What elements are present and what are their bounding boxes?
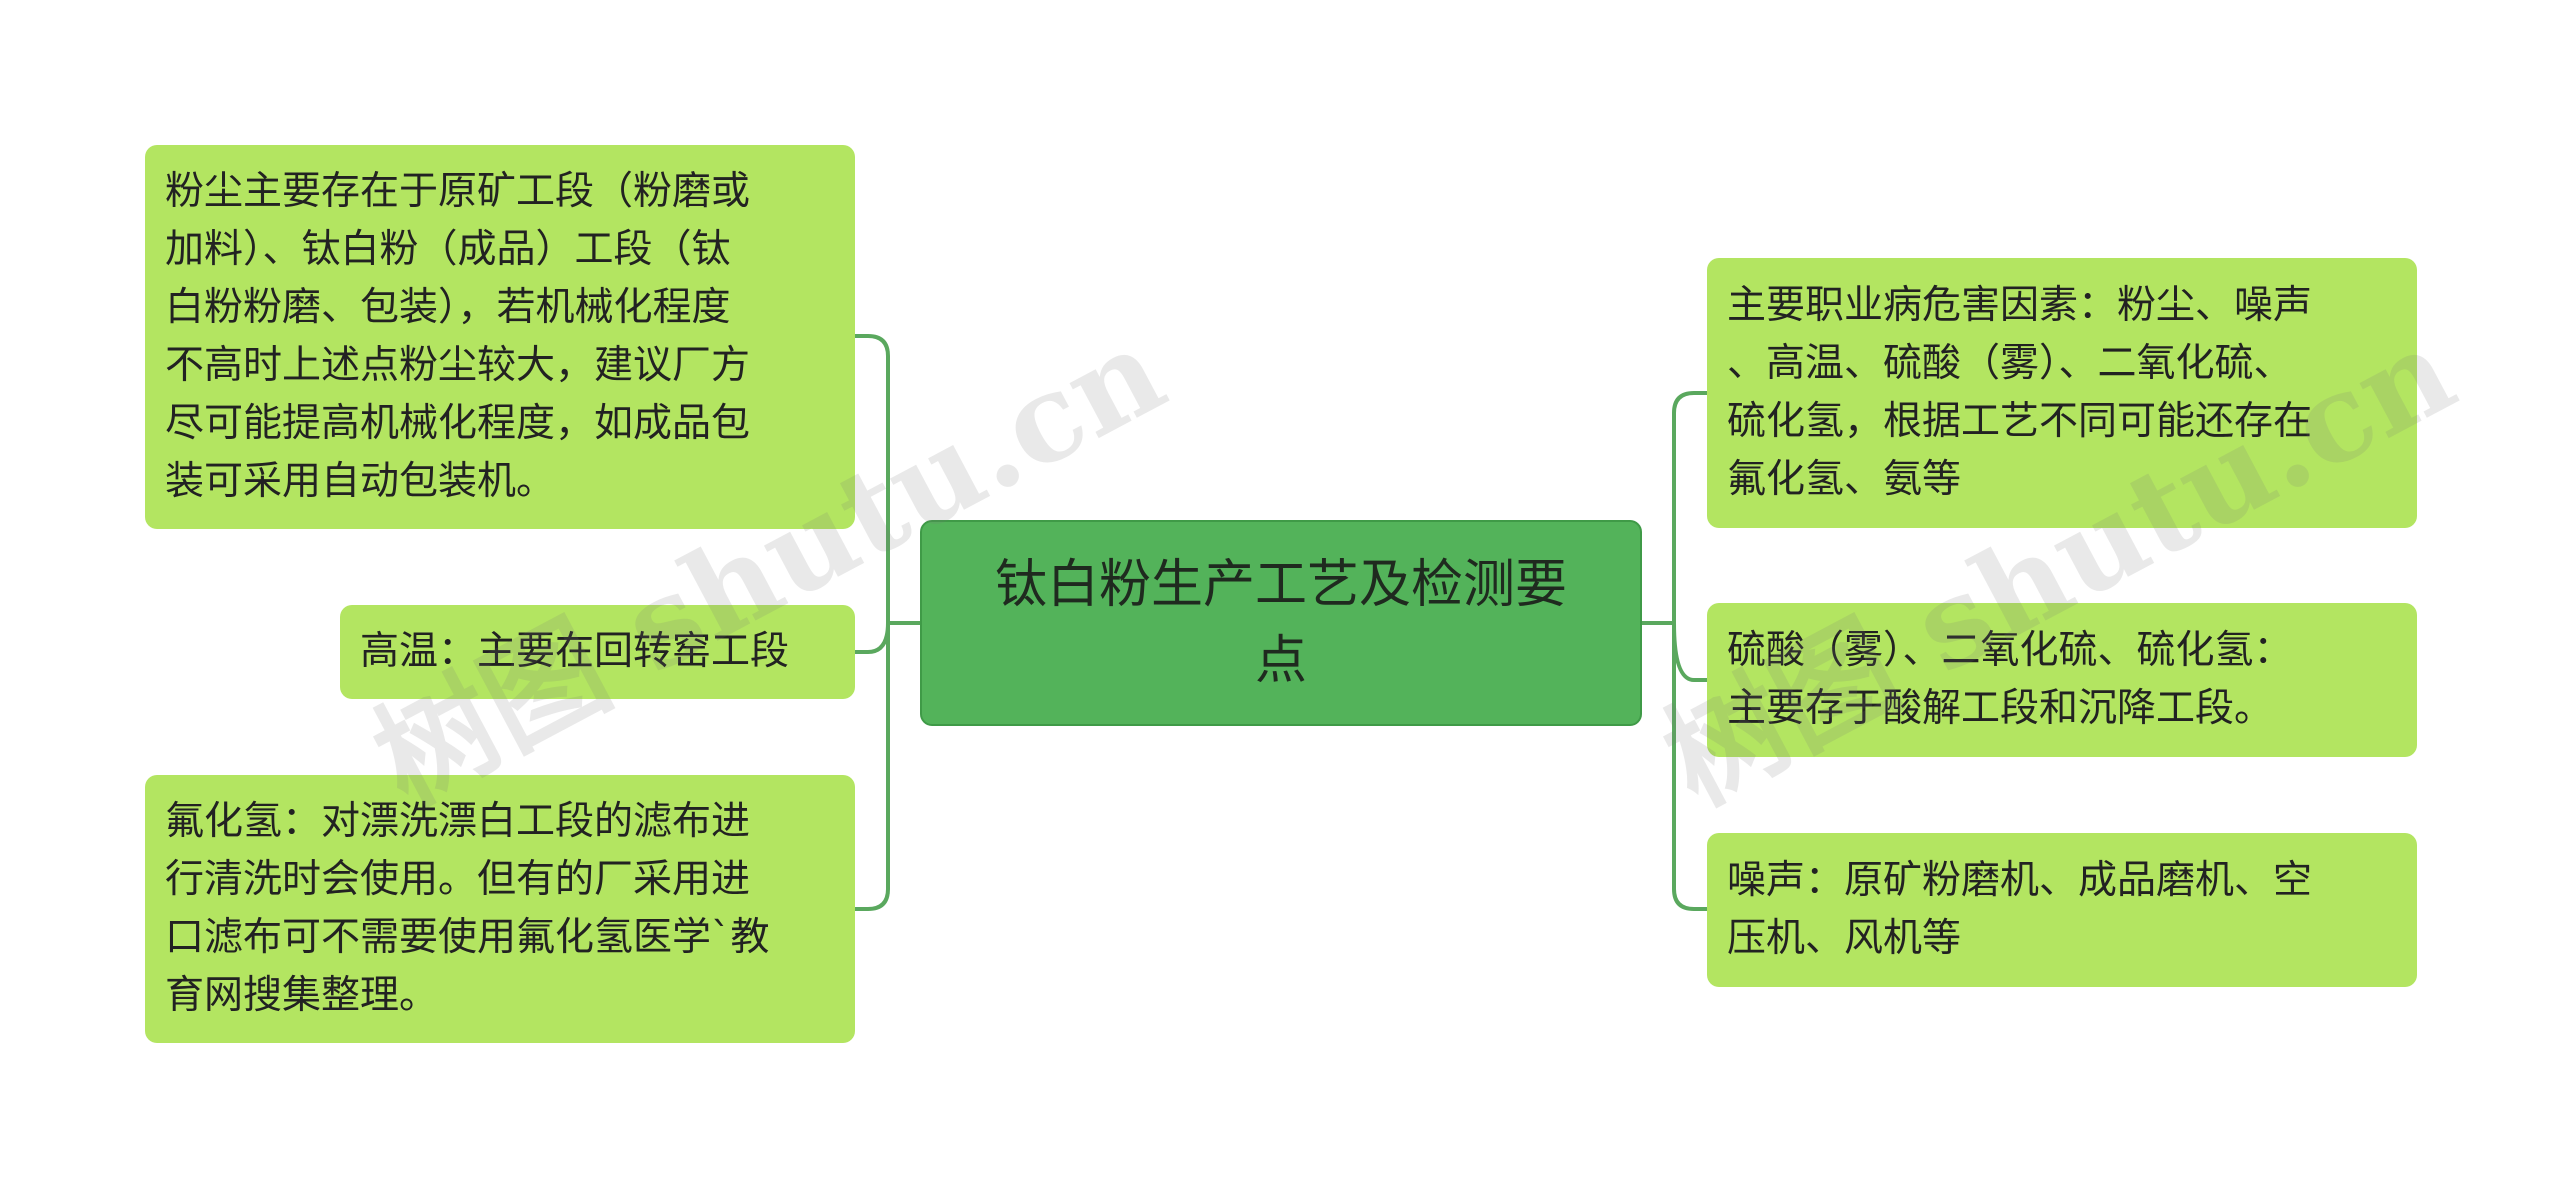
right-node-acid-gases-label: 硫酸（雾）、二氧化硫、硫化氢： 主要存于酸解工段和沉降工段。 bbox=[1727, 628, 2293, 731]
left-node-dust[interactable]: 粉尘主要存在于原矿工段（粉磨或 加料）、钛白粉（成品）工段（钛 白粉粉磨、包装）… bbox=[145, 145, 855, 529]
right-node-noise-label: 噪声：原矿粉磨机、成品磨机、空 压机、风机等 bbox=[1727, 858, 2313, 961]
connector-left-3 bbox=[853, 621, 890, 911]
connector-left-1 bbox=[853, 334, 890, 625]
left-node-high-temperature[interactable]: 高温：主要在回转窑工段 bbox=[340, 605, 855, 699]
left-node-high-temperature-label: 高温：主要在回转窑工段 bbox=[360, 629, 790, 674]
right-node-main-hazards-label: 主要职业病危害因素：粉尘、噪声 、高温、硫酸（雾）、二氧化硫、 硫化氢，根据工艺… bbox=[1727, 283, 2313, 502]
connector-left-2 bbox=[853, 621, 890, 654]
left-node-hydrogen-fluoride[interactable]: 氟化氢：对漂洗漂白工段的滤布进 行清洗时会使用。但有的厂采用进 口滤布可不需要使… bbox=[145, 775, 855, 1043]
connector-right-3 bbox=[1672, 621, 1709, 911]
right-node-main-hazards[interactable]: 主要职业病危害因素：粉尘、噪声 、高温、硫酸（雾）、二氧化硫、 硫化氢，根据工艺… bbox=[1707, 258, 2417, 528]
right-node-acid-gases[interactable]: 硫酸（雾）、二氧化硫、硫化氢： 主要存于酸解工段和沉降工段。 bbox=[1707, 603, 2417, 757]
connector-right-1 bbox=[1672, 391, 1709, 625]
central-topic[interactable]: 钛白粉生产工艺及检测要 点 bbox=[920, 520, 1642, 726]
left-node-hydrogen-fluoride-label: 氟化氢：对漂洗漂白工段的滤布进 行清洗时会使用。但有的厂采用进 口滤布可不需要使… bbox=[165, 799, 770, 1018]
central-topic-label: 钛白粉生产工艺及检测要 点 bbox=[994, 555, 1567, 691]
connector-right-2 bbox=[1672, 621, 1709, 682]
right-node-noise[interactable]: 噪声：原矿粉磨机、成品磨机、空 压机、风机等 bbox=[1707, 833, 2417, 987]
left-node-dust-label: 粉尘主要存在于原矿工段（粉磨或 加料）、钛白粉（成品）工段（钛 白粉粉磨、包装）… bbox=[165, 169, 751, 504]
